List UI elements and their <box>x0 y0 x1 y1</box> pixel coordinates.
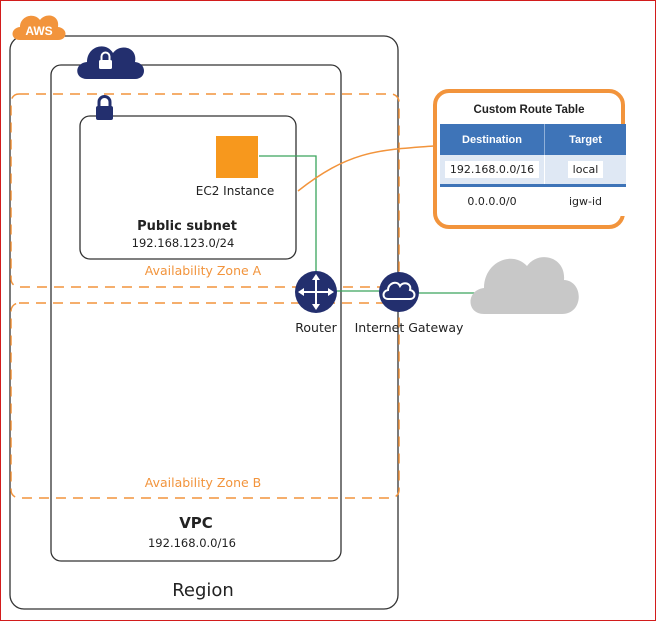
vpc-lock-cloud-icon <box>77 46 144 79</box>
route-destination-cell: 0.0.0.0/0 <box>440 184 545 216</box>
route-target-value: igw-id <box>563 193 608 210</box>
route-destination-cell: 192.168.0.0/16 <box>440 155 545 186</box>
route-table-grid: Destination Target 192.168.0.0/16 local … <box>440 124 626 216</box>
aws-badge-label: AWS <box>25 24 53 38</box>
internet-gateway-label: Internet Gateway <box>354 320 464 335</box>
router-label: Router <box>295 320 337 335</box>
internet-gateway-icon <box>379 272 419 312</box>
vpc-cidr: 192.168.0.0/16 <box>147 536 237 550</box>
route-destination-value: 0.0.0.0/0 <box>462 193 522 210</box>
table-row: 192.168.0.0/16 local <box>440 155 626 186</box>
availability-zone-a-box <box>10 93 400 288</box>
ec2-instance-icon <box>216 136 258 178</box>
internet-cloud-icon <box>470 257 579 314</box>
public-subnet-label: Public subnet <box>137 219 237 234</box>
instance-to-router-line <box>259 155 317 291</box>
vpc-label: VPC <box>179 514 213 532</box>
route-target-cell: igw-id <box>544 184 626 216</box>
route-table-title: Custom Route Table <box>473 104 585 116</box>
route-table-association-curve <box>297 145 435 192</box>
destination-column-header: Destination <box>440 124 545 155</box>
availability-zone-b-label: Availability Zone B <box>144 475 262 490</box>
subnet-lock-icon <box>96 95 113 120</box>
route-target-value: local <box>567 161 604 178</box>
route-destination-value: 192.168.0.0/16 <box>444 161 540 178</box>
vpc-box <box>50 64 342 562</box>
route-target-cell: local <box>544 155 626 186</box>
ec2-instance-label: EC2 Instance <box>195 184 275 198</box>
router-icon <box>295 271 337 313</box>
public-subnet-cidr: 192.168.123.0/24 <box>131 236 235 250</box>
availability-zone-a-label: Availability Zone A <box>144 263 262 278</box>
route-table-header-row: Destination Target <box>440 124 626 155</box>
table-row: 0.0.0.0/0 igw-id <box>440 184 626 216</box>
region-label: Region <box>172 580 234 601</box>
aws-cloud-icon <box>12 15 66 41</box>
target-column-header: Target <box>544 124 626 155</box>
region-box <box>9 35 399 610</box>
custom-route-table: Custom Route Table Destination Target 19… <box>433 89 626 229</box>
